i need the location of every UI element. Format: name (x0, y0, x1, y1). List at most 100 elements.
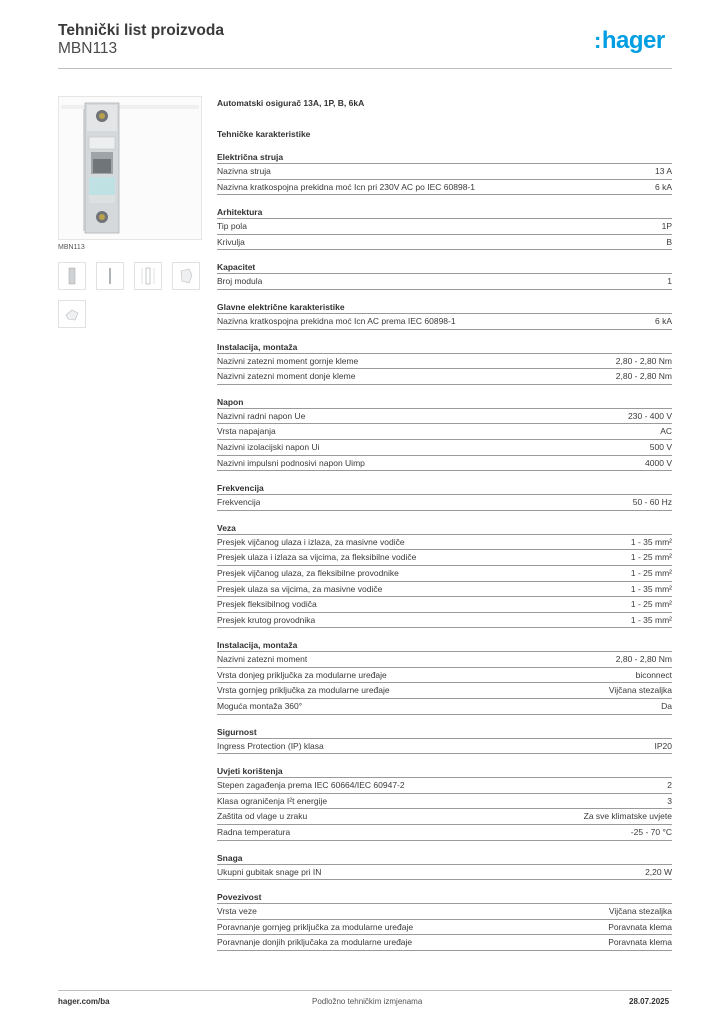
spec-row: Presjek ulaza i izlaza sa vijcima, za fl… (217, 550, 672, 566)
spec-value: 1 - 25 mm² (630, 552, 672, 563)
spec-label: Klasa ograničenja I²t energije (217, 795, 328, 806)
spec-value: 6 kA (654, 181, 672, 192)
spec-label: Nazivna kratkospojna prekidna moć Icn pr… (217, 181, 475, 192)
spec-row: Poravnanje donjih priključaka za modular… (217, 935, 672, 951)
spec-label: Krivulja (217, 236, 245, 247)
spec-row: Krivulja B (217, 235, 672, 251)
spec-value: Da (661, 701, 672, 712)
spec-row: Vrsta gornjeg priključka za modularne ur… (217, 683, 672, 700)
spec-row: Moguća montaža 360° Da (217, 699, 672, 715)
spec-section-title: Instalacija, montaža (217, 341, 672, 354)
spec-label: Presjek ulaza i izlaza sa vijcima, za fl… (217, 552, 417, 563)
spec-label: Nazivni zatezni moment donje kleme (217, 371, 356, 382)
spec-value: 1 - 35 mm² (630, 583, 672, 594)
spec-section-title: Kapacitet (217, 261, 672, 275)
footer-divider (58, 990, 672, 991)
spec-value: B (666, 236, 672, 247)
spec-value: 2,20 W (645, 866, 672, 877)
spec-row: Presjek ulaza sa vijcima, za masivne vod… (217, 582, 672, 598)
spec-value: 1 (667, 276, 672, 287)
spec-value: Poravnata klema (608, 937, 672, 948)
spec-label: Vrsta veze (217, 906, 257, 917)
spec-row: Nazivni zatezni moment donje kleme 2,80 -… (217, 369, 672, 385)
spec-value: IP20 (654, 740, 673, 751)
product-image (58, 96, 202, 240)
spec-row: Presjek vijčanog ulaza, za fleksibilne p… (217, 566, 672, 582)
spec-row: Radna temperatura-25 - 70 °C (217, 825, 672, 841)
spec-value: 500 V (649, 441, 672, 452)
spec-label: Ukupni gubitak snage pri IN (217, 866, 322, 877)
spec-label: Nazivna struja (217, 166, 271, 176)
spec-label: Zaštita od vlage u zraku (217, 811, 308, 822)
3d-view-thumb-icon (180, 268, 193, 284)
spec-section-title: Arhitektura (217, 206, 672, 220)
spec-section-title: Veza (217, 522, 672, 535)
spec-value: 230 - 400 V (628, 410, 672, 421)
spec-label: Nazivni impulsni podnosivi napon Uimp (217, 457, 365, 468)
side-view-thumb-icon (109, 268, 111, 284)
spec-value: 3 (667, 795, 672, 806)
spec-section-title: Električna struja (217, 151, 672, 164)
spec-row: Ukupni gubitak snage pri IN 2,20 W (217, 865, 672, 881)
spec-label: Stepen zagađenja prema IEC 60664/IEC 609… (217, 780, 405, 791)
spec-row: Vrsta napajanja AC (217, 424, 672, 440)
spec-label: Poravnanje gornjeg priključka za modular… (217, 921, 414, 932)
spec-label: Presjek vijčanog ulaza, za fleksibilne p… (217, 567, 399, 578)
spec-label: Nazivna kratkospojna prekidna moć Icn AC… (217, 315, 456, 326)
spec-section-title: Povezivost (217, 891, 672, 905)
thumbnail-3d-view[interactable] (172, 262, 200, 290)
footer-note: Podložno tehničkim izmjenama (312, 997, 423, 1006)
thumbnail-product[interactable] (58, 262, 86, 290)
spec-label: Vrsta napajanja (217, 426, 276, 437)
spec-value: Vijčana stezaljka (608, 685, 672, 696)
spec-label: Ingress Protection (IP) klasa (217, 740, 324, 751)
footer-website[interactable]: hager.com/ba (58, 997, 110, 1006)
spec-row: Ingress Protection (IP) klasa IP20 (217, 739, 672, 755)
spec-value: Poravnata klema (608, 921, 672, 932)
spec-label: Presjek vijčanog ulaza i izlaza, za masi… (217, 536, 405, 547)
thumbnail-side-view[interactable] (96, 262, 124, 290)
spec-row: Stepen zagađenja prema IEC 60664/IEC 609… (217, 778, 672, 794)
spec-section-title: Sigurnost (217, 726, 672, 739)
spec-value: Vijčana stezaljka (608, 906, 672, 917)
spec-label: Nazivni zatezni moment (217, 654, 308, 665)
header-divider (58, 68, 672, 69)
spec-value: 2,80 - 2,80 Nm (615, 371, 672, 382)
thumbnail-dimensions[interactable] (134, 262, 162, 290)
spec-label: Radna temperatura (217, 827, 291, 838)
spec-label: Moguća montaža 360° (217, 701, 303, 712)
spec-value: Za sve klimatske uvjete (583, 811, 672, 822)
product-description: Automatski osigurač 13A, 1P, B, 6kA (217, 98, 365, 108)
document-title: Tehnički list proizvoda (58, 22, 224, 39)
spec-row: Klasa ograničenja I²t energije 3 (217, 794, 672, 810)
thumbnail-connection[interactable] (58, 300, 86, 328)
spec-value: AC (660, 426, 672, 437)
spec-value: 50 - 60 Hz (632, 497, 672, 508)
spec-section-title: Glavne električne karakteristike (217, 301, 672, 314)
dimension-thumb-icon (141, 267, 155, 285)
product-code: MBN113 (58, 40, 118, 57)
spec-label: Poravnanje donjih priključaka za modular… (217, 937, 413, 948)
spec-label: Broj modula (217, 276, 263, 287)
spec-row: Presjek vijčanog ulaza i izlaza, za masi… (217, 535, 672, 551)
spec-row: Nazivna kratkospojna prekidna moć Icn AC… (217, 314, 672, 330)
logo-text: hager (601, 27, 665, 54)
breaker-thumb-icon (68, 267, 76, 285)
